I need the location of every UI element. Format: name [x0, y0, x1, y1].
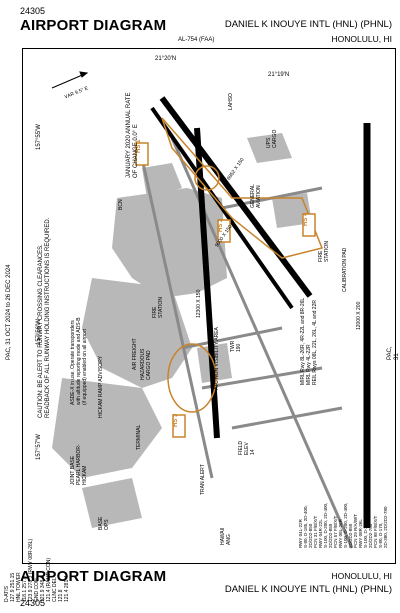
runway-4r-22l	[159, 96, 313, 298]
annual-rate-label: JANUARY 2020 ANNUAL RATE OF CHANGE 0.0° …	[126, 92, 139, 178]
airport-id-bottom: 24305	[20, 598, 46, 608]
airport-name-top: DANIEL K INOUYE INTL (HNL) (PHNL)	[224, 19, 392, 30]
lat-label-top-right: 21°19'N	[268, 72, 290, 78]
caution-note: CAUTION: BE ALERT TO RUNWAY CROSSING CLE…	[38, 217, 51, 418]
hotspot-outlines	[161, 117, 324, 413]
runway-8l-26r	[194, 127, 220, 439]
airport-map	[51, 71, 371, 549]
airport-name-bottom: DANIEL K INOUYE INTL (HNL) (PHNL)	[224, 584, 392, 595]
ups-cargo: UPS CARGO	[266, 129, 278, 148]
atc-non-visibility: ATC NON VISIBILITY AREA	[214, 327, 220, 390]
runway-4l-22r	[150, 106, 294, 310]
hickam-advisory: HICKAM RAMP ADVISORY	[98, 355, 104, 418]
tower-label: TWR 190	[230, 340, 242, 352]
city-state-top: HONOLULU, HI	[331, 34, 392, 44]
hotspot-hs4: HS 4	[303, 212, 309, 226]
runway-8l-26r-dims: 12300 X 150	[196, 289, 202, 318]
field-elev: FIELD ELEV 14	[238, 440, 256, 455]
hotspot-hs3-box	[172, 414, 186, 438]
city-state-bottom: HONOLULU, HI	[331, 571, 392, 581]
calibration-pad: CALIBRATION PAD	[342, 247, 348, 292]
lighting-notes: MIRL Rwy 8L-26R, 4R-22L and 8R-26L MIRL …	[300, 297, 318, 385]
beacon-label: BCN	[118, 199, 124, 210]
hotspot-hs4-box	[302, 213, 316, 237]
hotspot-boxes	[135, 142, 316, 438]
hawaii-ang: HAWAII ANG	[220, 527, 232, 545]
fire-station-left: FIRE STATION	[152, 297, 164, 318]
joint-base: JOINT BASE PEARL HARBOR- HICKAM	[70, 444, 88, 485]
effective-dates-right: PAC, 31 OCT 2024 to 26 DEC 2024	[387, 346, 400, 360]
diagram-frame	[22, 48, 396, 564]
runway-8r-26l-dims: 12000 X 200	[356, 301, 362, 330]
ramp-areas	[52, 133, 312, 528]
lat-label-top: 21°20'N	[155, 56, 177, 62]
fire-station-right: FIRE STATION	[318, 241, 330, 262]
general-aviation: GENERAL AVIATION	[250, 184, 262, 208]
hotspot-hs2-box	[217, 219, 231, 243]
runways	[150, 96, 371, 528]
effective-dates-left: PAC, 31 OCT 2024 to 26 DEC 2024	[6, 264, 12, 361]
diagram-title-top: AIRPORT DIAGRAM	[20, 17, 167, 34]
hotspot-hs1-box	[135, 142, 149, 166]
terminal: TERMINAL	[136, 424, 142, 450]
tran-alert: TRAN ALERT	[200, 464, 206, 495]
air-freight: AIR FREIGHT	[132, 338, 138, 370]
al-number: AL-754 (FAA)	[178, 37, 215, 43]
runway-weights: RWY 04L-22R S-80, D-185, 2D-400, 2D/2D2-…	[298, 502, 388, 548]
lahso-label: LAHSO	[228, 93, 234, 110]
hazardous-cargo: HAZARDOUS CARGO PAD	[140, 348, 152, 380]
hotspot-hs3: HS 3	[173, 413, 179, 427]
base-ops: BASE OPS	[98, 516, 110, 530]
diagram-title-bottom: AIRPORT DIAGRAM	[20, 568, 167, 585]
north-arrow-icon	[51, 71, 89, 89]
airport-id-top: 24305	[20, 6, 46, 16]
asde-note: ASDE-X in use. Operate transponders with…	[70, 317, 88, 405]
